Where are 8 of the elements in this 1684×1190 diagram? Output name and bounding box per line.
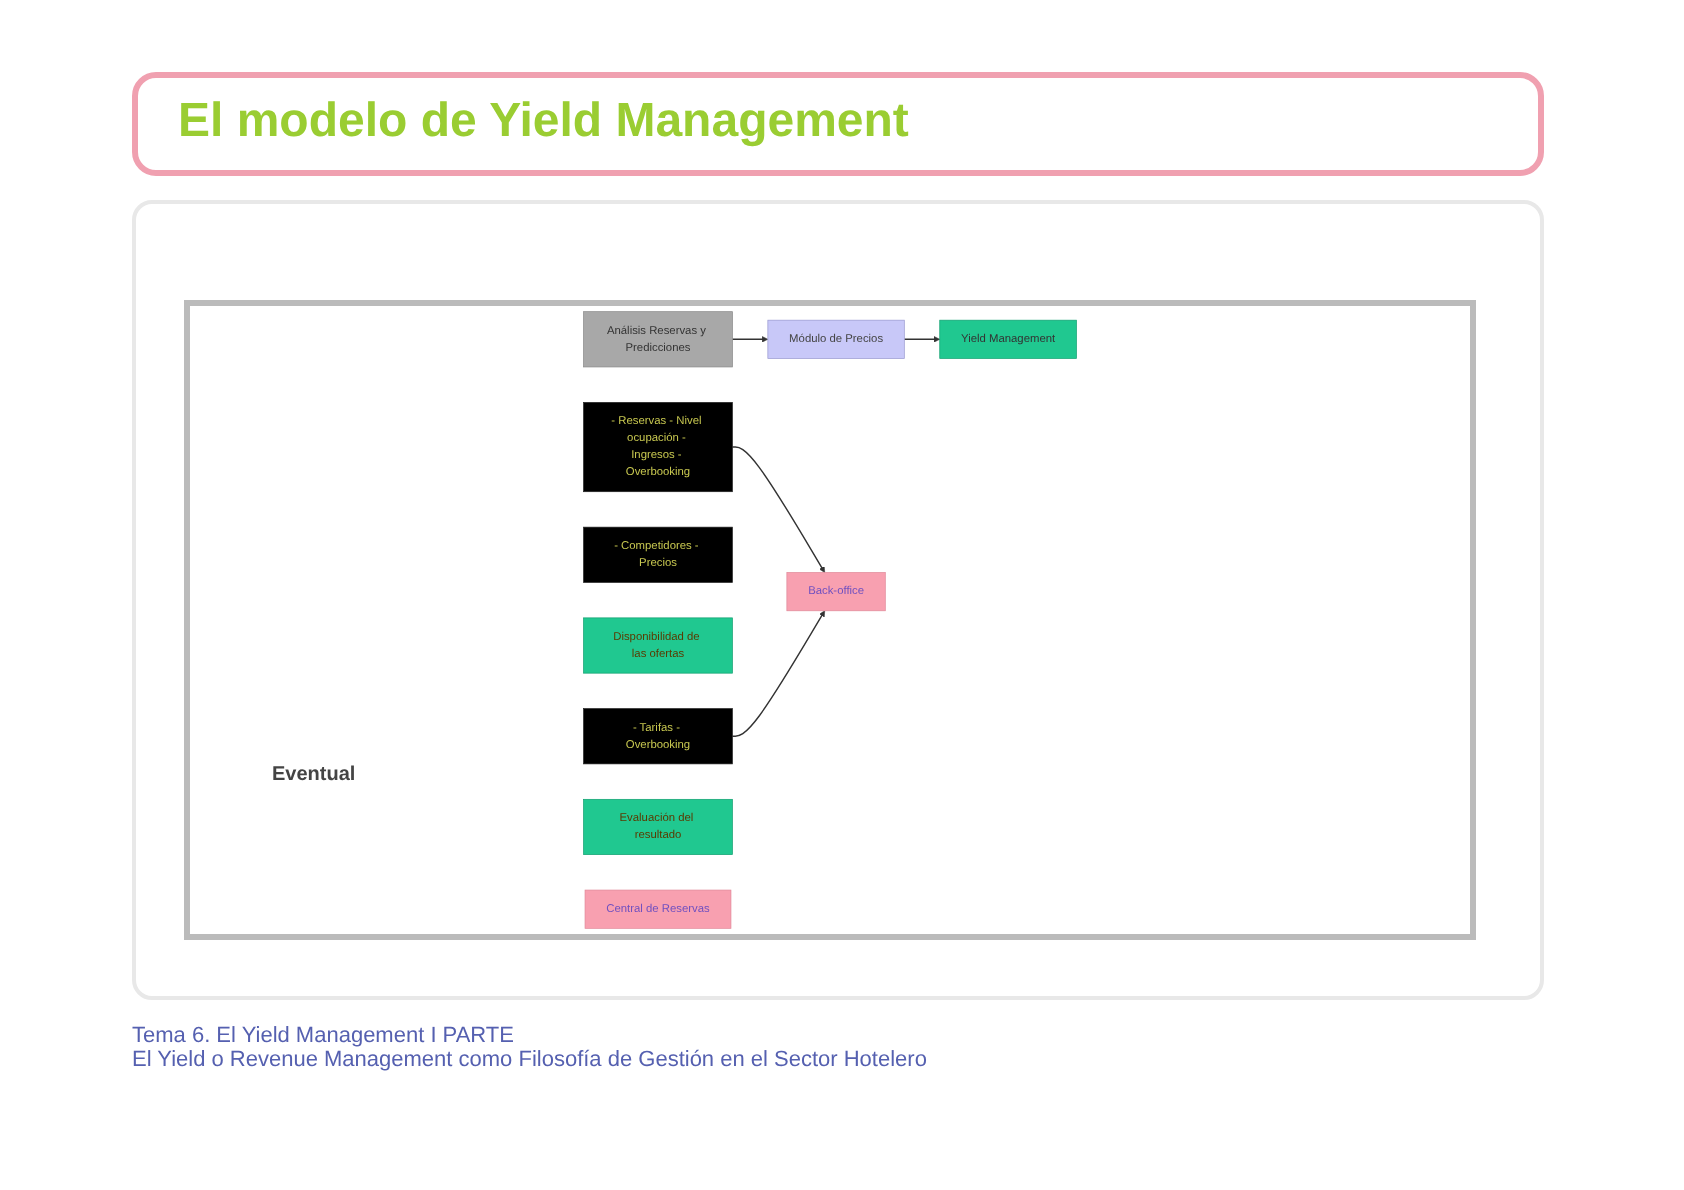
arrow [903,336,941,343]
arrow [731,336,769,343]
slide-title: El modelo de Yield Management [132,72,1544,176]
arrow [731,446,825,573]
arrow [731,610,825,737]
footer-text: Tema 6. El Yield Management I PARTE [132,1024,516,1048]
note-text: Eventual [272,764,356,786]
footer-text: El Yield o Revenue Management como Filosofía de Gestión en el Sector Hotelero [132,1048,929,1072]
